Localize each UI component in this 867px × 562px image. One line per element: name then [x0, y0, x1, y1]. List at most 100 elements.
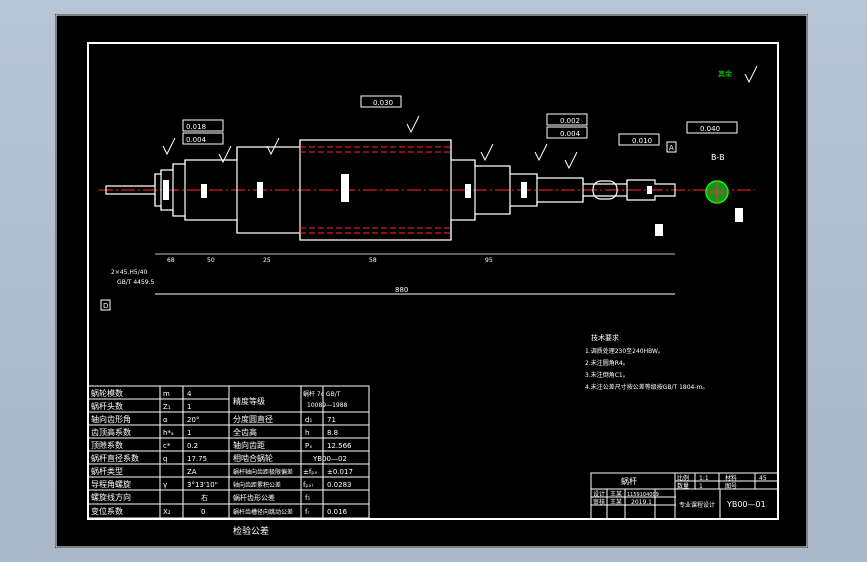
svg-text:螺旋线方向: 螺旋线方向 — [91, 492, 131, 502]
svg-text:±0.017: ±0.017 — [327, 468, 353, 476]
svg-text:齿顶高系数: 齿顶高系数 — [91, 427, 131, 437]
svg-text:fₚₓₗ: fₚₓₗ — [303, 481, 313, 489]
svg-text:q: q — [163, 455, 167, 463]
svg-text:Z₁: Z₁ — [163, 403, 171, 411]
svg-text:50: 50 — [207, 257, 215, 264]
outer-border — [55, 14, 808, 548]
svg-text:±fₚₓ: ±fₚₓ — [303, 468, 317, 476]
roughness-note: 其余 — [718, 69, 732, 78]
svg-text:2019.1: 2019.1 — [631, 499, 652, 506]
params-footer: 检验公差 — [233, 525, 269, 537]
svg-text:蜗杆头数: 蜗杆头数 — [91, 401, 123, 411]
tech-requirements: 技术要求 1.调质处理230至240HBW。 2.未注圆角R4。 3.未注倒角C… — [585, 333, 708, 391]
svg-text:D: D — [103, 302, 108, 310]
cad-drawing: 0.018 0.004 0.030 0.002 0.004 0.010 0.04… — [55, 14, 808, 548]
svg-text:0.004: 0.004 — [560, 130, 581, 138]
svg-text:变位系数: 变位系数 — [91, 506, 123, 516]
svg-text:0.002: 0.002 — [560, 117, 580, 125]
svg-text:蜗杆齿形公差: 蜗杆齿形公差 — [233, 493, 275, 502]
segment-dims: 68 50 25 58 95 — [167, 257, 493, 264]
svg-text:0.2: 0.2 — [187, 442, 198, 450]
svg-text:0.030: 0.030 — [373, 99, 393, 107]
svg-text:0.0283: 0.0283 — [327, 481, 352, 489]
svg-text:10089—1988: 10089—1988 — [307, 402, 348, 409]
svg-text:A: A — [669, 144, 674, 152]
tolerance-frames — [182, 95, 738, 146]
svg-text:数量: 数量 — [677, 482, 689, 490]
svg-text:2.未注圆角R4。: 2.未注圆角R4。 — [585, 359, 629, 367]
svg-text:3.未注倒角C1。: 3.未注倒角C1。 — [585, 371, 629, 379]
svg-text:1:1: 1:1 — [699, 475, 709, 482]
section-view: B-B — [705, 153, 729, 204]
svg-text:王某: 王某 — [610, 491, 622, 498]
title-block — [590, 472, 779, 520]
svg-text:1: 1 — [699, 483, 703, 490]
svg-text:0.010: 0.010 — [632, 137, 652, 145]
svg-text:图号: 图号 — [725, 483, 737, 490]
svg-text:蜗杆齿槽径向跳动公差: 蜗杆齿槽径向跳动公差 — [233, 508, 293, 516]
svg-text:ZA: ZA — [187, 468, 197, 476]
title-block-text: 蜗杆 比例 1:1 材料 45 数量 1 图号 设计 王某 1159104009… — [593, 474, 767, 509]
overall-dim: 880 — [395, 286, 408, 294]
shaft-outline — [105, 139, 676, 241]
svg-text:45: 45 — [759, 475, 767, 482]
svg-text:分度圆直径: 分度圆直径 — [233, 414, 273, 424]
svg-text:4.未注公差尺寸按公差等级按GB/T 1804-m。: 4.未注公差尺寸按公差等级按GB/T 1804-m。 — [585, 383, 708, 391]
svg-text:1: 1 — [187, 403, 191, 411]
svg-text:0: 0 — [201, 508, 205, 516]
svg-text:71: 71 — [327, 416, 336, 424]
svg-text:h*ₐ: h*ₐ — [163, 429, 174, 437]
svg-text:4: 4 — [187, 390, 192, 398]
svg-text:比例: 比例 — [677, 474, 689, 482]
svg-text:α: α — [163, 416, 168, 424]
svg-text:王某: 王某 — [610, 499, 622, 506]
params-table — [87, 385, 370, 519]
svg-text:蜗杆: 蜗杆 — [621, 476, 637, 486]
svg-text:h: h — [305, 429, 309, 437]
svg-text:蜗杆类型: 蜗杆类型 — [91, 466, 123, 476]
svg-text:0.016: 0.016 — [327, 508, 348, 516]
datum-labels — [100, 141, 677, 311]
svg-text:材料: 材料 — [725, 474, 737, 482]
fit-note-1: 2×45.H5/40 — [111, 269, 148, 276]
svg-text:蜗轮模数: 蜗轮模数 — [91, 388, 123, 398]
section-label: B-B — [711, 153, 725, 162]
svg-text:95: 95 — [485, 257, 493, 264]
svg-text:蜗杆 7c GB/T: 蜗杆 7c GB/T — [303, 390, 341, 398]
svg-text:d₁: d₁ — [305, 416, 312, 424]
svg-text:蜗杆轴向齿距极限偏差: 蜗杆轴向齿距极限偏差 — [233, 468, 293, 476]
svg-text:蜗杆直径系数: 蜗杆直径系数 — [91, 453, 139, 463]
params-table-text: 蜗轮模数 m 4 蜗杆头数 Z₁ 1 轴向齿形角 α 20° 齿顶高系数 h*ₐ… — [91, 388, 353, 516]
svg-text:审核: 审核 — [593, 498, 605, 506]
svg-text:17.75: 17.75 — [187, 455, 207, 463]
svg-text:fᵣ: fᵣ — [305, 508, 309, 516]
tolerance-values: 0.018 0.004 0.030 0.002 0.004 0.010 0.04… — [186, 99, 720, 145]
svg-text:20°: 20° — [187, 416, 199, 424]
svg-text:YB00—02: YB00—02 — [312, 455, 347, 463]
svg-text:3°13'10": 3°13'10" — [187, 481, 218, 489]
drawing-sheet: 0.018 0.004 0.030 0.002 0.004 0.010 0.04… — [55, 14, 808, 548]
roughness-symbols — [162, 65, 758, 170]
svg-text:轴向齿形角: 轴向齿形角 — [91, 414, 131, 424]
svg-text:导程角螺旋: 导程角螺旋 — [91, 479, 131, 489]
svg-text:精度等级: 精度等级 — [233, 396, 265, 406]
svg-text:0.040: 0.040 — [700, 125, 720, 133]
svg-text:Pₓ: Pₓ — [305, 442, 312, 450]
inner-border — [87, 42, 779, 520]
svg-text:相啮合蜗轮: 相啮合蜗轮 — [233, 453, 273, 463]
svg-text:8.8: 8.8 — [327, 429, 338, 437]
svg-text:1.调质处理230至240HBW。: 1.调质处理230至240HBW。 — [585, 347, 664, 355]
svg-text:YB00—01: YB00—01 — [726, 500, 766, 509]
svg-text:m: m — [163, 390, 170, 398]
svg-text:专业课程设计: 专业课程设计 — [679, 501, 715, 509]
svg-text:X₂: X₂ — [163, 508, 171, 516]
thread-lines — [300, 146, 451, 234]
svg-text:轴向齿距累积公差: 轴向齿距累积公差 — [233, 481, 281, 489]
svg-text:γ: γ — [163, 481, 167, 489]
svg-text:1: 1 — [187, 429, 191, 437]
svg-text:68: 68 — [167, 257, 175, 264]
dimension-markers — [163, 174, 743, 236]
tech-req-title: 技术要求 — [591, 333, 619, 342]
svg-text:58: 58 — [369, 257, 377, 264]
svg-text:全齿高: 全齿高 — [233, 427, 257, 437]
